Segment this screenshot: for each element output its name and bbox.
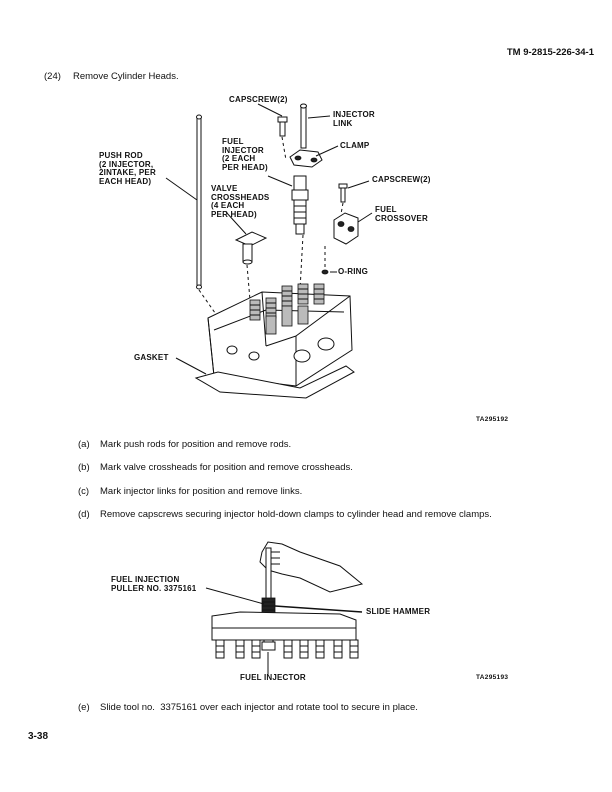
step-number: (24) bbox=[44, 71, 61, 82]
slide-hammer-drawing bbox=[261, 547, 276, 617]
substep-letter: (c) bbox=[78, 486, 90, 497]
capscrew-right-drawing bbox=[338, 183, 348, 203]
callout-clamp: CLAMP bbox=[340, 141, 370, 150]
step-heading: (24) Remove Cylinder Heads. bbox=[44, 71, 179, 82]
injector-puller-illustration bbox=[205, 541, 364, 674]
callout-capscrew-right: CAPSCREW(2) bbox=[372, 175, 431, 184]
injector-puller-figure: FUEL INJECTION PULLER NO. 3375161 SLIDE … bbox=[0, 530, 612, 690]
substep-a: (a) Mark push rods for position and remov… bbox=[78, 439, 291, 450]
cylinder-head-exploded-figure: CAPSCREW(2) INJECTOR LINK CLAMP FUEL INJ… bbox=[99, 95, 509, 423]
callout-fuel-crossover: FUEL CROSSOVER bbox=[375, 205, 428, 223]
valve-springs-drawing bbox=[249, 283, 325, 335]
substep-text: Remove capscrews securing injector hold-… bbox=[100, 509, 492, 520]
capscrew-top-drawing bbox=[277, 116, 288, 137]
cylinder-head-illustration bbox=[165, 103, 373, 399]
substep-text: Slide tool no. 3375161 over each injecto… bbox=[100, 702, 418, 713]
callout-fuel-injector-2: FUEL INJECTOR bbox=[240, 673, 306, 682]
push-rod-drawing bbox=[196, 114, 202, 290]
callout-gasket: GASKET bbox=[134, 353, 169, 362]
substep-e: (e) Slide tool no. 3375161 over each inje… bbox=[78, 702, 418, 713]
document-number: TM 9-2815-226-34-1 bbox=[506, 47, 594, 58]
injector-link-drawing bbox=[300, 103, 307, 149]
valve-crosshead-drawing bbox=[234, 231, 268, 265]
callout-o-ring: O-RING bbox=[338, 267, 369, 276]
page-number: 3-38 bbox=[28, 731, 49, 742]
substep-letter: (a) bbox=[78, 439, 90, 450]
cylinder-head-drawing bbox=[207, 283, 353, 387]
engine-head-drawing bbox=[211, 611, 359, 659]
callout-push-rod: PUSH ROD (2 INJECTOR, 2INTAKE, PER EACH … bbox=[99, 151, 156, 186]
callout-slide-hammer: SLIDE HAMMER bbox=[366, 607, 431, 616]
callout-valve-crossheads: VALVE CROSSHEADS (4 EACH PER HEAD) bbox=[211, 184, 270, 219]
substep-letter: (d) bbox=[78, 509, 90, 520]
clamp-drawing bbox=[289, 149, 323, 168]
callout-capscrew-top: CAPSCREW(2) bbox=[229, 95, 288, 104]
figure2-leader-lines bbox=[205, 587, 363, 674]
figure1-leader-lines bbox=[165, 103, 373, 375]
o-ring-drawing bbox=[321, 269, 329, 275]
substep-text: Mark push rods for position and remove r… bbox=[100, 439, 292, 450]
substep-letter: (e) bbox=[78, 702, 90, 713]
fuel-injector-drawing bbox=[291, 175, 309, 235]
substep-text: Mark injector links for position and rem… bbox=[100, 486, 303, 497]
substep-c: (c) Mark injector links for position and … bbox=[78, 486, 302, 497]
hand-arm-drawing bbox=[259, 541, 364, 593]
substep-d: (d) Remove capscrews securing injector ho… bbox=[78, 509, 492, 520]
callout-injector-link: INJECTOR LINK bbox=[333, 110, 375, 128]
substep-b: (b) Mark valve crossheads for position an… bbox=[78, 462, 353, 473]
substep-text: Mark valve crossheads for position and r… bbox=[100, 462, 353, 473]
fuel-crossover-drawing bbox=[333, 212, 359, 245]
callout-fuel-injector: FUEL INJECTOR (2 EACH PER HEAD) bbox=[222, 137, 268, 172]
figure1-tag: TA295192 bbox=[476, 416, 509, 423]
figure2-tag: TA295193 bbox=[476, 674, 509, 681]
step-title: Remove Cylinder Heads. bbox=[73, 71, 179, 82]
substep-letter: (b) bbox=[78, 462, 90, 473]
gasket-drawing bbox=[194, 365, 355, 399]
callout-puller: FUEL INJECTION PULLER NO. 3375161 bbox=[111, 575, 197, 593]
